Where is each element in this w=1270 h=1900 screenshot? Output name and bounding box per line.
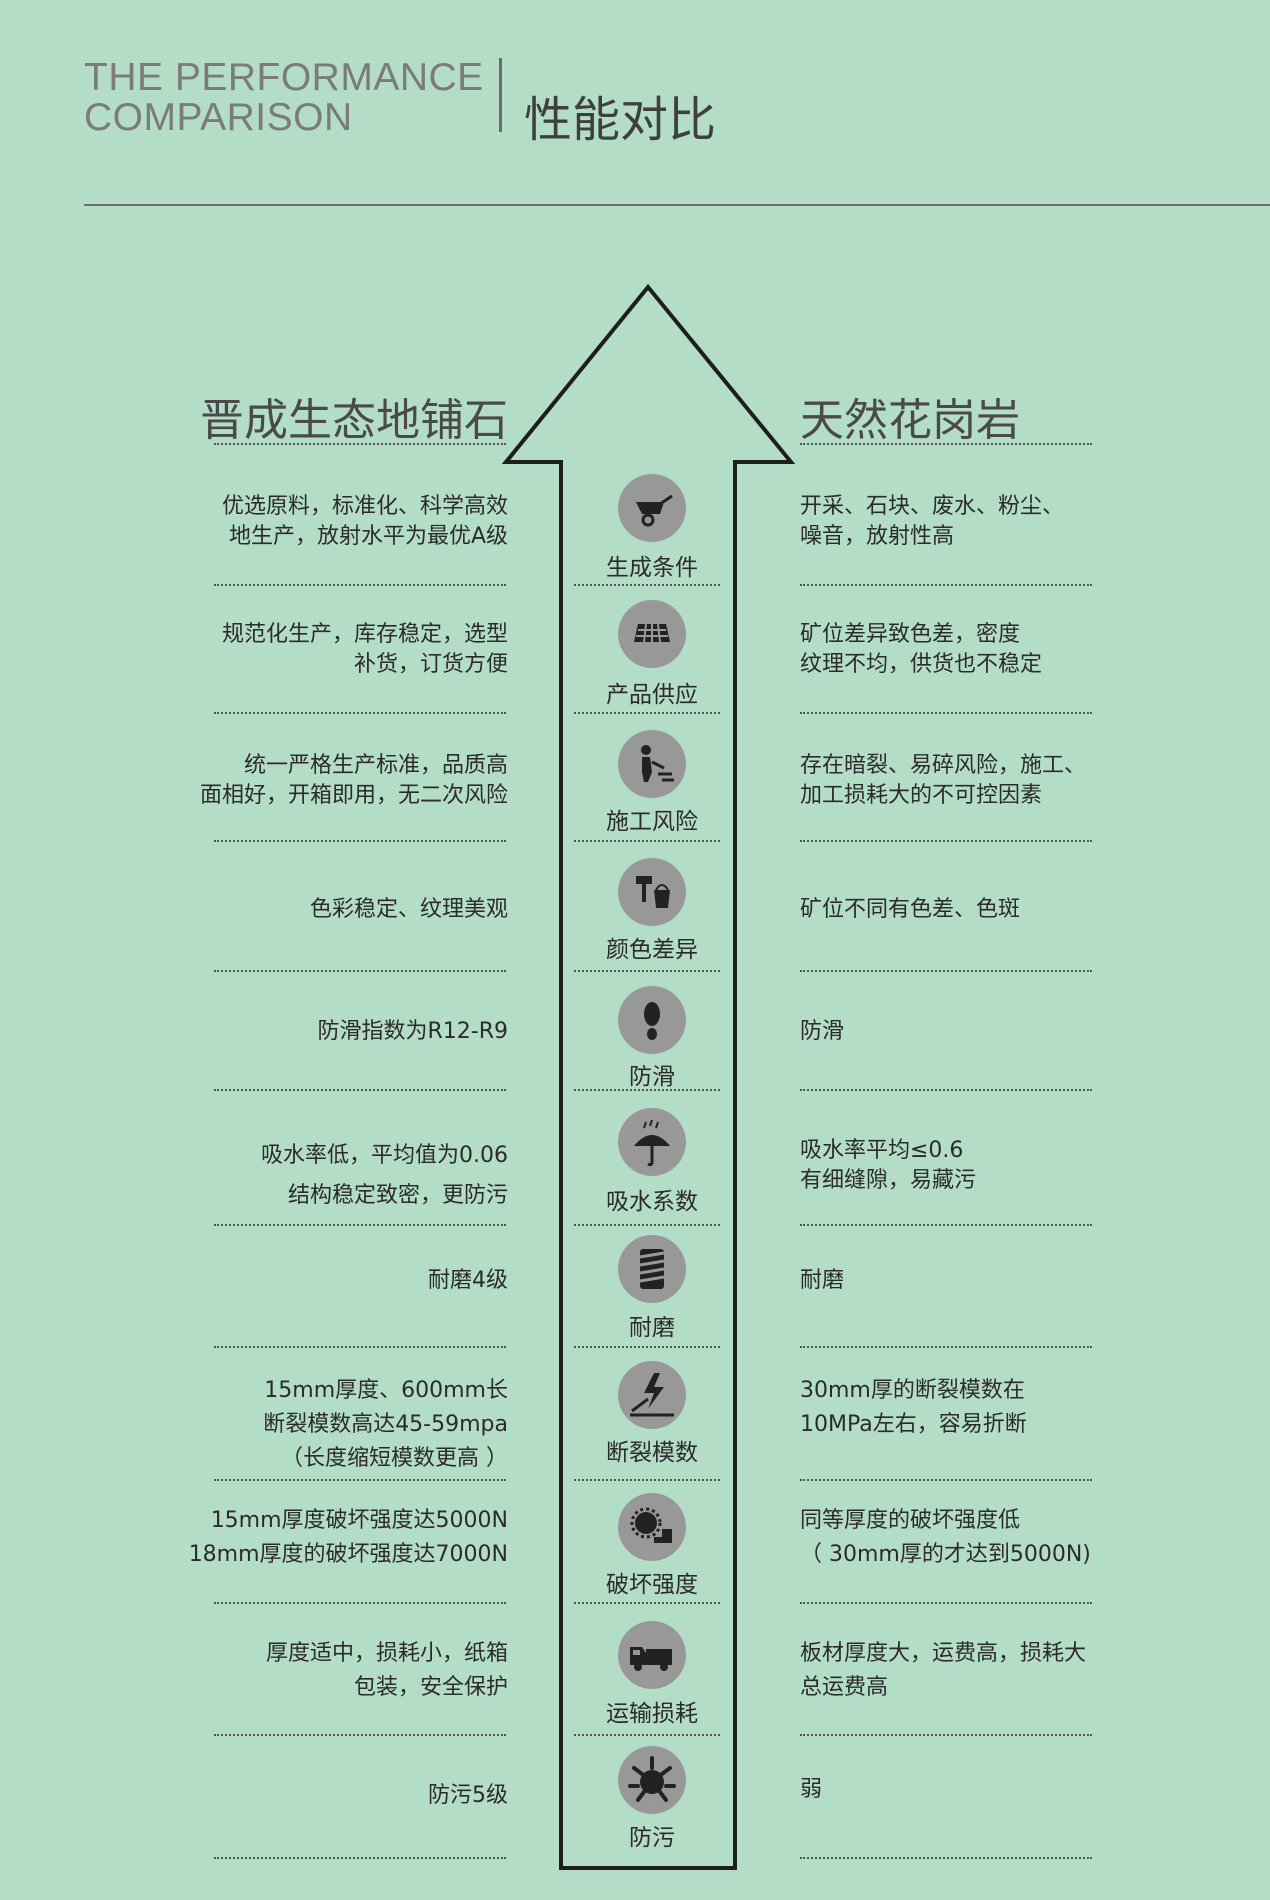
row-11-left-text: 防污5级 [428,1783,508,1808]
row-2-mid-divider [574,712,720,714]
row-2-left-divider [214,712,506,714]
footprint-icon [618,986,686,1054]
row-11-right-text: 弱 [800,1777,823,1802]
row-11-left-divider [214,1857,506,1859]
row-6-mid-divider [574,1224,720,1226]
row-1-right-text: 开采、石块、废水、粉尘、噪音，放射性高 [800,494,1065,549]
row-9-category: 破坏强度 [606,1572,698,1598]
grinder-icon [618,1235,686,1303]
row-5-left-divider [214,1089,506,1091]
row-7-right-text: 耐磨 [800,1268,845,1293]
header-title-en-line1: THE PERFORMANCE [84,56,484,99]
row-3-left-divider [214,840,506,842]
left-title-underline [214,443,506,445]
row-2-category: 产品供应 [606,682,698,708]
row-9-right-text: 同等厚度的破坏强度低（ 30mm厚的才达到5000N) [800,1508,1091,1567]
row-1-left-divider [214,584,506,586]
paint-bucket-icon [618,858,686,926]
wheelbarrow-icon [618,474,686,542]
row-10-mid-divider [574,1734,720,1736]
row-4-right-text: 矿位不同有色差、色斑 [800,897,1021,922]
umbrella-rain-icon [618,1108,686,1176]
row-9-mid-divider [574,1602,720,1604]
row-7-mid-divider [574,1346,720,1348]
tile-stack-icon [618,600,686,668]
header-title-cn: 性能对比 [524,92,717,148]
row-3-left-text: 统一严格生产标准，品质高面相好，开箱即用，无二次风险 [199,753,508,808]
row-9-right-divider [800,1602,1092,1604]
row-8-mid-divider [574,1479,720,1481]
worker-icon [618,730,686,798]
header-title-en-line2: COMPARISON [84,96,353,139]
row-6-right-divider [800,1224,1092,1226]
truck-icon [618,1621,686,1689]
row-2-right-divider [800,712,1092,714]
row-6-left-divider [214,1224,506,1226]
saw-blade-icon [618,1493,686,1561]
row-10-right-text: 板材厚度大，运费高，损耗大总运费高 [800,1641,1087,1700]
row-1-mid-divider [574,584,720,586]
row-1-category: 生成条件 [606,555,698,581]
row-8-left-text: 15mm厚度、600mm长断裂模数高达45-59mpa（长度缩短模数更高 ） [263,1378,508,1471]
row-1-left-text: 优选原料，标准化、科学高效地生产，放射水平为最优A级 [221,494,508,549]
row-4-right-divider [800,970,1092,972]
fracture-icon [618,1361,686,1429]
header-divider [499,58,502,132]
row-4-left-divider [214,970,506,972]
row-4-category: 颜色差异 [606,937,698,963]
row-10-left-divider [214,1734,506,1736]
row-10-right-divider [800,1734,1092,1736]
row-8-category: 断裂模数 [606,1440,698,1466]
row-5-right-divider [800,1089,1092,1091]
row-4-left-text: 色彩稳定、纹理美观 [309,897,508,922]
row-7-category: 耐磨 [629,1315,675,1341]
row-6-category: 吸水系数 [606,1189,698,1215]
splash-icon [618,1746,686,1814]
row-3-right-text: 存在暗裂、易碎风险，施工、加工损耗大的不可控因素 [800,753,1087,808]
header-rule [84,204,1270,206]
row-5-mid-divider [574,1089,720,1091]
right-title-underline [800,443,1092,445]
row-7-left-text: 耐磨4级 [428,1268,508,1293]
row-9-left-divider [214,1602,506,1604]
row-8-left-divider [214,1479,506,1481]
row-10-left-text: 厚度适中，损耗小，纸箱包装，安全保护 [265,1641,508,1700]
row-4-mid-divider [574,970,720,972]
row-3-category: 施工风险 [606,809,698,835]
row-10-category: 运输损耗 [606,1701,698,1727]
row-5-category: 防滑 [629,1064,675,1090]
row-11-right-divider [800,1857,1092,1859]
row-11-category: 防污 [629,1825,675,1851]
left-column-title: 晋成生态地铺石 [200,395,508,446]
row-5-left-text: 防滑指数为R12-R9 [317,1019,508,1044]
row-3-right-divider [800,840,1092,842]
row-8-right-divider [800,1479,1092,1481]
row-3-mid-divider [574,840,720,842]
right-column-title: 天然花岗岩 [800,395,1020,446]
header-title-en: THE PERFORMANCE COMPARISON [84,58,484,138]
row-5-right-text: 防滑 [800,1019,845,1044]
row-7-left-divider [214,1346,506,1348]
row-2-left-text: 规范化生产，库存稳定，选型补货，订货方便 [221,622,508,677]
row-1-right-divider [800,584,1092,586]
row-2-right-text: 矿位差异致色差，密度纹理不均，供货也不稳定 [800,622,1043,677]
row-7-right-divider [800,1346,1092,1348]
